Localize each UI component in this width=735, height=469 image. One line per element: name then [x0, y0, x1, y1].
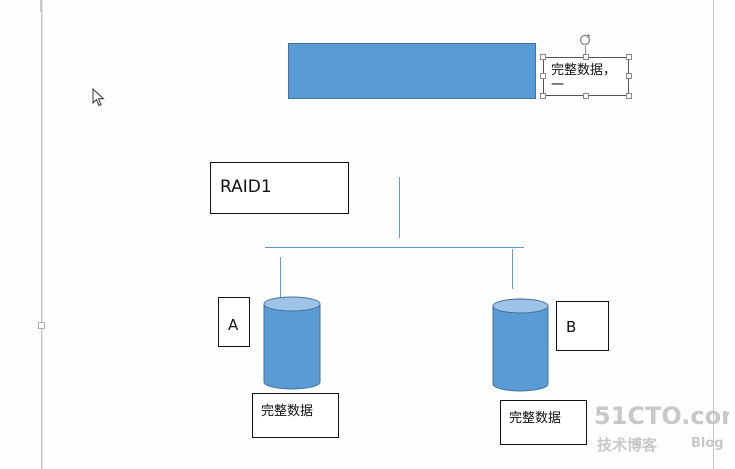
rotate-handle-stem [585, 46, 586, 56]
disk-a-label-text: A [228, 316, 239, 334]
resize-handle-top-left[interactable] [540, 54, 546, 60]
watermark-sub-left: 技术博客 [597, 436, 658, 454]
watermark-sub-right: Blog [691, 436, 724, 451]
disk-a-caption-box[interactable] [252, 393, 339, 438]
connector-to-disk-a[interactable] [280, 257, 281, 297]
resize-handle-bottom-left[interactable] [540, 93, 546, 99]
watermark-site-text: 51CTO.com [594, 402, 729, 430]
connector-to-disk-b[interactable] [512, 249, 513, 289]
resize-handle-top-right[interactable] [626, 54, 632, 60]
disk-b-caption-text: 完整数据 [509, 411, 562, 426]
disk-a-caption-text: 完整数据 [261, 404, 314, 419]
page-left-margin-line [41, 0, 42, 469]
page-left-margin-shadow [42, 0, 43, 469]
resize-handle-top-center[interactable] [583, 54, 589, 60]
page-right-margin-line [713, 0, 714, 469]
site-watermark-logo: 51CTO.com 技术博客 Blog [594, 402, 729, 454]
resize-handle-bottom-right[interactable] [626, 93, 632, 99]
resize-handle-bottom-center[interactable] [583, 93, 589, 99]
disk-b-label-text: B [566, 318, 577, 336]
raid-label-box[interactable] [210, 162, 349, 214]
resize-handle-middle-right[interactable] [626, 73, 632, 79]
callout-text[interactable]: 完整数据， 一 [551, 63, 617, 93]
disk-b-label-box[interactable] [556, 301, 609, 351]
disk-b-cylinder-icon[interactable] [491, 298, 550, 394]
vertical-connector-top[interactable] [399, 177, 400, 238]
disk-a-label-box[interactable] [218, 297, 250, 347]
rotate-handle-icon[interactable] [578, 33, 592, 47]
margin-resize-handle[interactable] [38, 322, 45, 329]
disk-b-caption-box[interactable] [500, 400, 587, 445]
blue-rectangle-shape[interactable] [288, 43, 536, 99]
disk-a-cylinder-icon[interactable] [262, 296, 322, 392]
margin-top-tick [40, 0, 44, 12]
horizontal-connector[interactable] [265, 247, 524, 248]
resize-handle-middle-left[interactable] [540, 73, 546, 79]
raid-label-text: RAID1 [220, 177, 272, 197]
mouse-pointer-icon [92, 88, 105, 107]
